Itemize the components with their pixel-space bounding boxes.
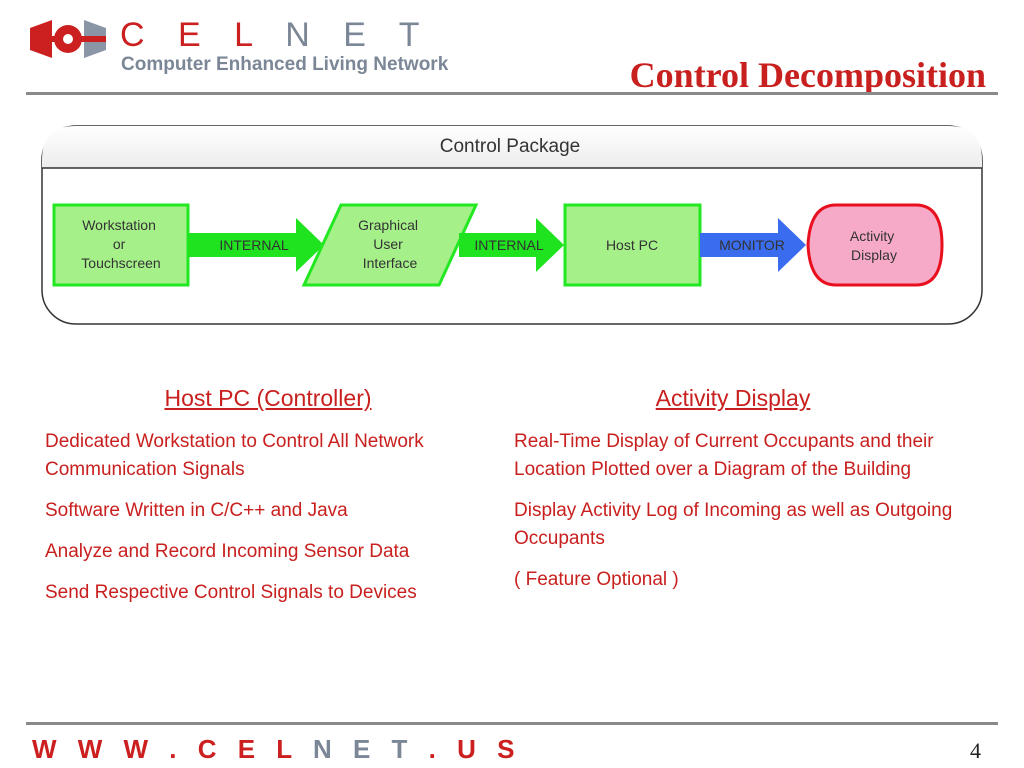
- package-label: Control Package: [440, 136, 580, 157]
- slide-title: Control Decomposition: [629, 55, 986, 95]
- monitor-label: MONITOR: [719, 237, 785, 253]
- monitor-arrow: [700, 218, 806, 272]
- workstation-label: Workstation or Touchscreen: [81, 217, 160, 271]
- footer-url: W W W . C E L N E T . U S: [32, 734, 522, 764]
- brand-tagline: Computer Enhanced Living Network: [121, 54, 449, 75]
- list-item: Display Activity Log of Incoming as well…: [514, 500, 953, 549]
- list-item: Software Written in C/C++ and Java: [45, 500, 348, 521]
- list-item: Send Respective Control Signals to Devic…: [45, 582, 417, 603]
- host-pc-heading: Host PC (Controller): [164, 385, 372, 411]
- internal-arrow-2: [459, 218, 564, 272]
- internal-label-2: INTERNAL: [474, 237, 543, 253]
- page-number: 4: [970, 738, 981, 763]
- activity-display-heading: Activity Display: [655, 385, 811, 411]
- header-divider: [26, 92, 998, 95]
- activity-display-list: Real-Time Display of Current Occupants a…: [514, 428, 954, 607]
- list-item: ( Feature Optional ): [514, 569, 679, 590]
- internal-label-1: INTERNAL: [219, 237, 288, 253]
- control-package-diagram: Control Package Workstation or Touchscre…: [41, 125, 983, 325]
- brand-name: C E L N E T: [120, 16, 432, 54]
- list-item: Real-Time Display of Current Occupants a…: [514, 431, 934, 480]
- internal-arrow-1: [188, 218, 324, 272]
- activity-display-node: [806, 203, 944, 287]
- list-item: Analyze and Record Incoming Sensor Data: [45, 541, 410, 562]
- host-pc-list: Dedicated Workstation to Control All Net…: [45, 428, 505, 620]
- celnet-logo-icon: [30, 20, 106, 58]
- gui-node: [301, 203, 479, 287]
- list-item: Dedicated Workstation to Control All Net…: [45, 431, 424, 480]
- footer-divider: [26, 722, 998, 725]
- host-pc-label: Host PC: [606, 237, 658, 253]
- gui-label: Graphical User Interface: [358, 217, 422, 271]
- host-pc-node: [563, 203, 702, 287]
- activity-display-label: Activity Display: [850, 228, 898, 263]
